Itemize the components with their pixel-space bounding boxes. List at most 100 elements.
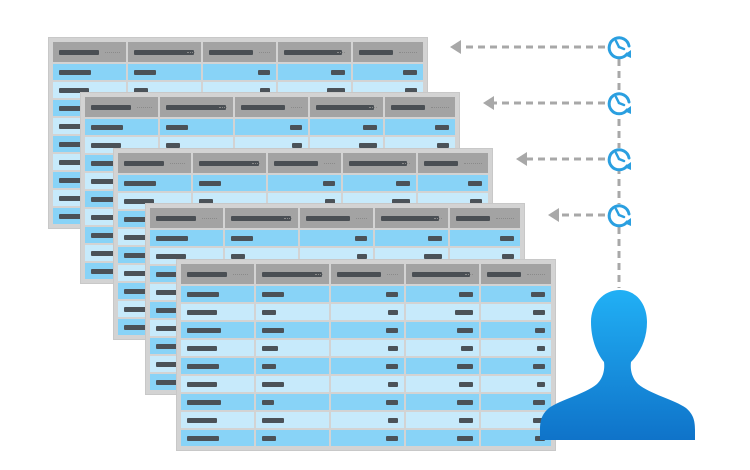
header-cell [181,264,254,284]
cell-placeholder-bar [468,180,482,186]
cell-placeholder-bar [231,253,245,259]
table-cell [225,230,298,246]
table-cell [203,64,276,80]
header-placeholder-bar [124,160,164,166]
table-cell [181,322,254,338]
header-placeholder-bar [349,160,407,166]
cell-placeholder-bar [91,214,121,220]
cell-placeholder-bar [392,198,410,204]
cell-placeholder-bar [59,195,89,201]
header-dotted-line [527,274,545,275]
table-cell [256,340,329,356]
cell-placeholder-bar [405,87,417,93]
cell-placeholder-bar [470,198,482,204]
table-cell [406,286,479,302]
header-cell [300,208,373,228]
table-cell [331,304,404,320]
cell-placeholder-bar [359,142,377,148]
cell-placeholder-bar [187,291,219,297]
table-cell [331,412,404,428]
header-placeholder-bar [59,49,99,55]
header-dotted-line [387,274,398,275]
header-dotted-line [105,52,120,53]
cell-placeholder-bar [262,363,276,369]
cell-placeholder-bar [388,417,398,423]
table-cell [331,358,404,374]
cell-placeholder-bar [533,363,545,369]
table-cell [406,340,479,356]
cell-placeholder-bar [124,198,154,204]
cell-placeholder-bar [124,252,156,258]
header-cell [450,208,520,228]
cell-placeholder-bar [91,160,125,166]
header-dotted-line [170,163,185,164]
cell-placeholder-bar [59,213,91,219]
cell-placeholder-bar [166,124,188,130]
header-placeholder-bar [156,215,196,221]
cell-placeholder-bar [199,180,221,186]
header-placeholder-bar [456,215,490,221]
table-cell [256,286,329,302]
table-cell [193,175,266,191]
cell-placeholder-bar [428,235,442,241]
cell-placeholder-bar [457,399,473,405]
cell-placeholder-bar [231,235,253,241]
cell-placeholder-bar [134,87,148,93]
cell-placeholder-bar [134,69,156,75]
cell-placeholder-bar [187,309,217,315]
cell-placeholder-bar [260,87,270,93]
header-dotted-line [496,218,514,219]
cell-placeholder-bar [457,363,473,369]
table-cell [310,119,383,135]
cell-placeholder-bar [533,417,545,423]
cell-placeholder-bar [386,327,398,333]
table-cell [450,230,520,246]
cell-placeholder-bar [459,417,473,423]
header-cell [418,153,488,173]
table-cell [418,175,488,191]
table-cell [481,340,551,356]
header-placeholder-bar [209,49,253,55]
header-dotted-line [356,218,367,219]
cell-placeholder-bar [156,289,186,295]
header-dotted-line [399,52,417,53]
cell-placeholder-bar [199,198,213,204]
cell-placeholder-bar [156,307,188,313]
cell-placeholder-bar [355,235,367,241]
cell-placeholder-bar [386,363,398,369]
table-cell [256,322,329,338]
cell-placeholder-bar [386,399,398,405]
header-cell [193,153,266,173]
clock-icons [607,36,631,228]
table-cell [481,376,551,392]
table-cell [181,304,254,320]
header-placeholder-bar [412,271,470,277]
cell-placeholder-bar [187,381,217,387]
table-current-table [177,260,555,450]
cell-placeholder-bar [187,417,217,423]
cell-placeholder-bar [156,271,190,277]
table-cell [343,175,416,191]
table-cell [406,376,479,392]
cell-placeholder-bar [533,399,545,405]
cell-placeholder-bar [187,345,217,351]
table-cell [256,358,329,374]
cell-placeholder-bar [156,235,188,241]
cell-placeholder-bar [386,291,398,297]
header-dotted-line [187,52,195,53]
cell-placeholder-bar [124,216,158,222]
header-cell [256,264,329,284]
header-dotted-line [434,218,442,219]
cell-placeholder-bar [156,325,186,331]
table-cell [181,340,254,356]
clock-icon [607,92,631,116]
table-cell [256,304,329,320]
cell-placeholder-bar [59,159,89,165]
header-dotted-line [252,163,260,164]
header-dotted-line [324,163,335,164]
table-cell [331,340,404,356]
cell-placeholder-bar [91,268,123,274]
cell-placeholder-bar [124,180,156,186]
header-dotted-line [431,107,449,108]
header-cell [160,97,233,117]
